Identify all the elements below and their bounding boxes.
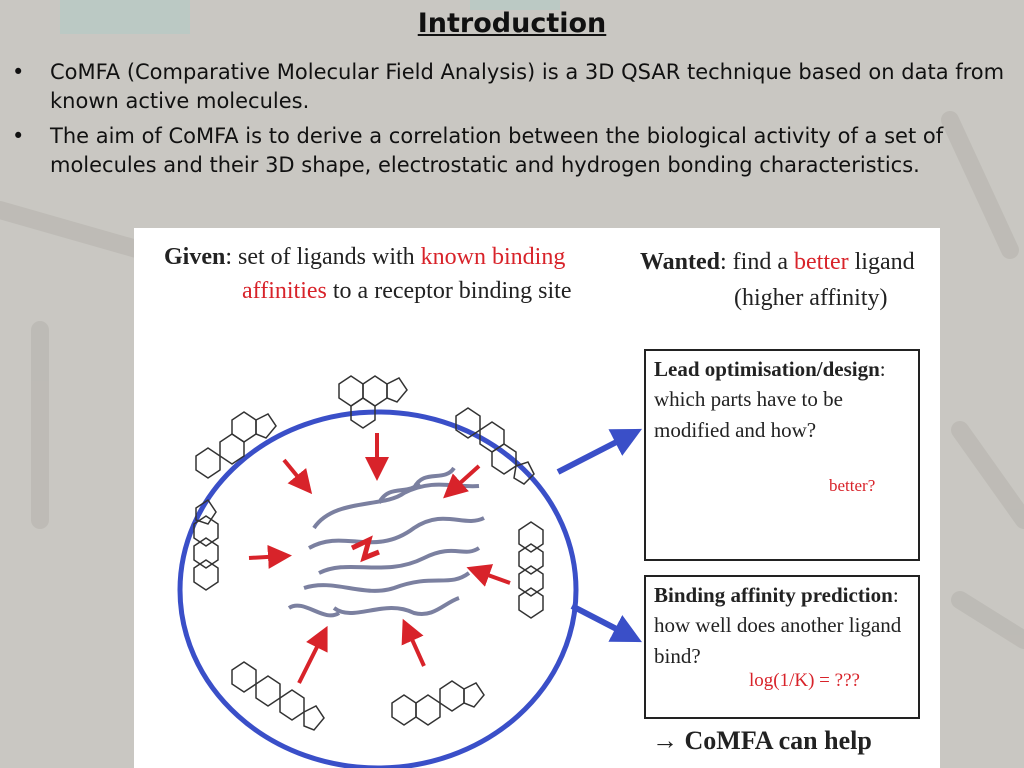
lead-title: Lead optimisation/design [654,357,880,381]
bullet-item: • The aim of CoMFA is to derive a correl… [10,122,1010,180]
logk-label: log(1/K) = ??? [749,670,860,691]
wanted-label: Wanted [640,249,721,275]
bullet-item: • CoMFA (Comparative Molecular Field Ana… [10,58,1010,116]
binding-body: how well does another ligand bind? [654,613,902,668]
lead-optimisation-box: Lead optimisation/design: which parts ha… [644,349,920,561]
receptor-protein [287,466,485,618]
ligand-molecules [193,375,544,731]
wanted-line2: (higher affinity) [734,285,888,311]
bullet-symbol: • [12,60,25,84]
binding-title-colon: : [892,583,899,607]
better-label: better? [829,476,876,495]
bullet-text: The aim of CoMFA is to derive a correlat… [50,124,944,177]
wanted-text: : find a [720,249,794,275]
given-statement: Given: set of ligands with known binding… [164,240,571,308]
bullet-symbol: • [12,124,25,148]
given-text: : set of ligands with [225,244,421,270]
wanted-red-text: better [794,249,849,275]
figure-graphics [177,375,829,768]
binding-affinity-box: Binding affinity prediction: how well do… [644,575,920,719]
ligand-in-site [350,535,380,563]
wanted-statement: Wanted: find a better ligand (higher aff… [640,244,915,316]
wanted-tail: ligand [848,249,915,275]
given-label: Given [164,244,226,270]
given-red-text: known binding [420,244,566,270]
slide-title: Introduction [417,8,607,39]
comfa-can-help: → CoMFA can help [652,726,872,755]
given-red-text-2: affinities [242,278,327,304]
binding-title: Binding affinity prediction [654,583,893,607]
bullet-text: CoMFA (Comparative Molecular Field Analy… [50,60,1005,113]
bullet-list: • CoMFA (Comparative Molecular Field Ana… [10,58,1010,186]
blue-arrow-to-binding [570,603,642,643]
given-tail: to a receptor binding site [326,278,572,304]
comfa-figure: Given: set of ligands with known binding… [134,228,940,768]
blue-arrow-to-lead [556,428,643,475]
red-arrows [248,433,511,684]
binding-site-circle [177,409,579,768]
lead-title-colon: : [879,357,886,381]
lead-body: which parts have to be modified and how? [654,387,843,442]
